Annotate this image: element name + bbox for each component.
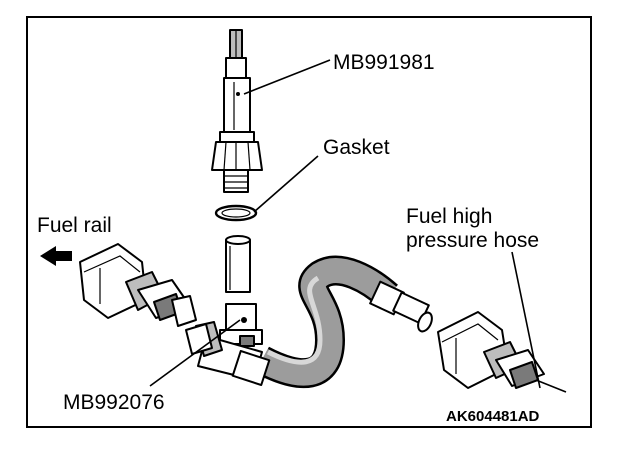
fuel-rail-connector <box>79 243 197 327</box>
label-gasket: Gasket <box>323 136 390 159</box>
tee-fitting-mb992076 <box>185 303 271 386</box>
label-hose-line1: Fuel high <box>406 205 492 228</box>
tool-mb991981 <box>211 29 263 193</box>
direction-arrow-icon <box>40 246 72 266</box>
leader-lines <box>149 59 541 389</box>
hose-end-fitting <box>369 280 433 333</box>
label-tool-top: MB991981 <box>333 51 435 74</box>
label-fuel-rail: Fuel rail <box>37 214 112 237</box>
figure-code: AK604481AD <box>446 408 540 425</box>
label-hose-line2: pressure hose <box>406 229 539 252</box>
gasket-ring <box>214 204 258 222</box>
high-pressure-hose-connector <box>437 311 567 393</box>
fuel-hose <box>255 255 398 388</box>
label-tool-bottom: MB992076 <box>63 391 165 414</box>
adapter <box>225 235 251 293</box>
